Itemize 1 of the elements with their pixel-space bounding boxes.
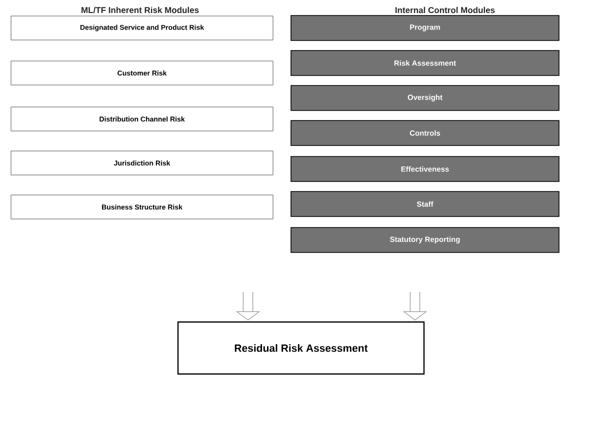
- result-box: Residual Risk Assessment: [177, 321, 425, 375]
